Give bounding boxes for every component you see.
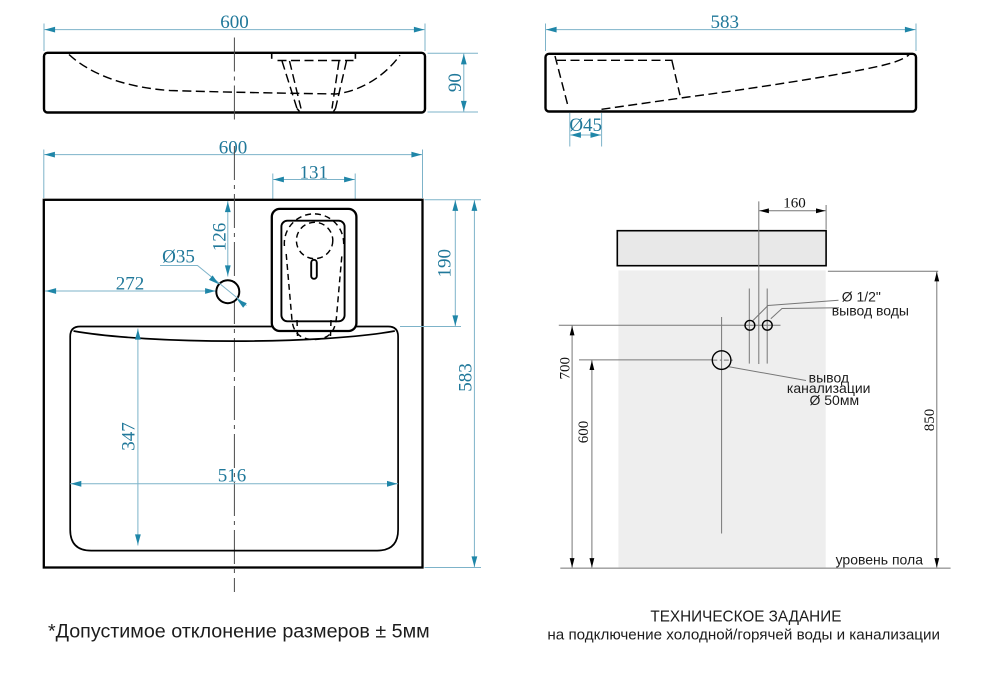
svg-text:вывод: вывод xyxy=(809,370,849,386)
svg-text:126: 126 xyxy=(210,223,231,252)
svg-text:канализации: канализации xyxy=(787,380,871,396)
svg-text:Ø 50мм: Ø 50мм xyxy=(809,392,859,408)
svg-text:583: 583 xyxy=(710,12,739,33)
svg-text:272: 272 xyxy=(116,274,145,295)
svg-text:*Допустимое отклонение размеро: *Допустимое отклонение размеров ± 5мм xyxy=(48,621,430,643)
svg-text:516: 516 xyxy=(218,465,247,486)
svg-text:600: 600 xyxy=(576,421,592,444)
svg-text:Ø 1/2": Ø 1/2" xyxy=(842,289,881,305)
svg-text:160: 160 xyxy=(783,196,806,212)
svg-text:700: 700 xyxy=(557,357,573,380)
svg-text:347: 347 xyxy=(118,422,139,451)
svg-text:600: 600 xyxy=(219,137,248,158)
svg-text:Ø35: Ø35 xyxy=(162,247,195,268)
svg-text:131: 131 xyxy=(300,162,329,183)
svg-text:Ø45: Ø45 xyxy=(569,115,602,136)
svg-text:на подключение холодной/горяче: на подключение холодной/горячей воды и к… xyxy=(547,627,940,644)
svg-text:850: 850 xyxy=(922,409,938,432)
svg-text:600: 600 xyxy=(220,12,249,33)
svg-text:190: 190 xyxy=(435,249,456,278)
svg-text:ТЕХНИЧЕСКОЕ ЗАДАНИЕ: ТЕХНИЧЕСКОЕ ЗАДАНИЕ xyxy=(650,608,841,625)
svg-text:уровень пола: уровень пола xyxy=(836,552,924,568)
svg-text:вывод воды: вывод воды xyxy=(832,303,909,319)
svg-text:583: 583 xyxy=(456,363,477,392)
svg-text:90: 90 xyxy=(445,73,466,92)
